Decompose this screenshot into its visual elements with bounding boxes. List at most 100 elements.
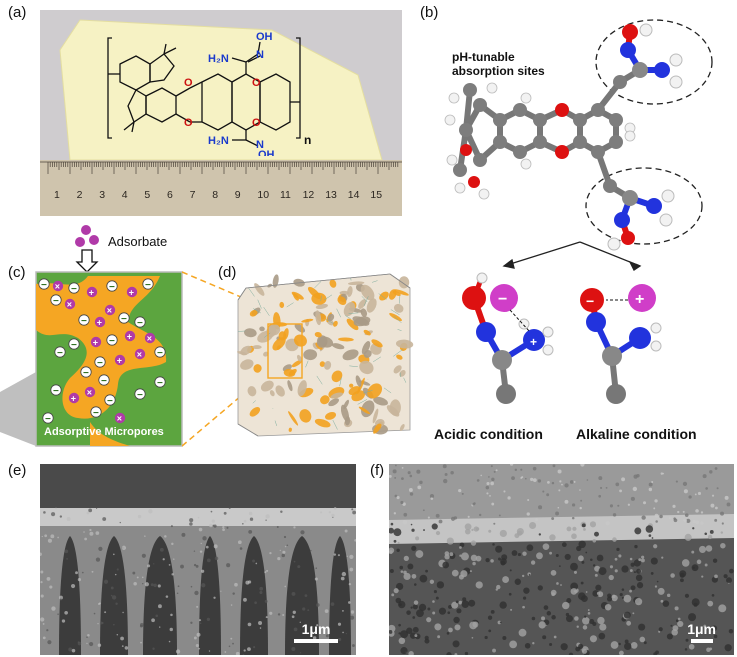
cation-sign: + <box>97 318 102 328</box>
anion-mark <box>90 406 102 418</box>
adsorbate-mark <box>84 386 96 398</box>
adsorbate-mark <box>114 412 126 424</box>
anion-sign: − <box>53 386 59 397</box>
panel-label-c: (c) <box>8 264 26 281</box>
anion-sign: − <box>121 314 127 325</box>
cation-sign: × <box>67 300 72 310</box>
anion-mark <box>38 278 50 290</box>
cation-sign: + <box>89 288 94 298</box>
alkaline-cation-sign: + <box>635 291 644 308</box>
anion-mark <box>154 346 166 358</box>
anion-sign: − <box>93 408 99 419</box>
ruler-number: 1 <box>54 189 60 201</box>
adsorbate-mark <box>52 280 64 292</box>
cation-sign: + <box>71 394 76 404</box>
sem-cross-section-e <box>40 464 356 655</box>
scale-bar-e: 1μm <box>294 621 338 643</box>
anion-sign: − <box>97 358 103 369</box>
ruler-number: 8 <box>212 189 218 201</box>
cation-mark <box>68 392 80 404</box>
adsorbate-label: Adsorbate <box>108 234 168 249</box>
anion-sign: − <box>83 368 89 379</box>
o-label-2: O <box>184 117 193 129</box>
molecular-model: − + − + <box>444 19 713 404</box>
repeat-n-label: n <box>304 133 311 147</box>
cation-sign: × <box>55 282 60 292</box>
ruler-number: 7 <box>190 189 196 201</box>
cation-sign: + <box>129 288 134 298</box>
alkaline-condition-label: Alkaline condition <box>576 426 697 442</box>
polymer-structure: OH N H₂N H₂N N OH O O O O n <box>107 31 311 156</box>
ph-sites-label: pH-tunable absorption sites <box>452 50 545 78</box>
anion-mark <box>106 280 118 292</box>
anion-mark <box>154 376 166 388</box>
ruler-number: 6 <box>167 189 173 201</box>
cation-sign: + <box>127 332 132 342</box>
micropore-schematic: −×−−×+−+−×−+−−×+−+−−−×+−−−×−+−×−−−− <box>0 225 183 447</box>
n-bottom-label: N <box>256 139 264 151</box>
ruler-number: 10 <box>257 189 269 201</box>
anion-sign: − <box>137 390 143 401</box>
sem-cross-section-f <box>389 464 734 655</box>
cation-sign: × <box>137 350 142 360</box>
ruler-number: 15 <box>370 189 382 201</box>
sem-image-e: 1μm <box>40 464 356 655</box>
anion-sign: − <box>107 396 113 407</box>
anion-sign: − <box>71 284 77 295</box>
anion-mark <box>80 366 92 378</box>
anion-sign: − <box>109 336 115 347</box>
anion-sign: − <box>109 282 115 293</box>
ruler-number: 5 <box>144 189 150 201</box>
anion-sign: − <box>71 340 77 351</box>
anion-mark <box>50 294 62 306</box>
anion-mark <box>98 374 110 386</box>
panel-label-f: (f) <box>370 462 385 479</box>
anion-sign: − <box>157 348 163 359</box>
micropores-label: Adsorptive Micropores <box>44 426 164 438</box>
anion-mark <box>134 316 146 328</box>
o-label-3: O <box>252 77 261 89</box>
anion-sign: − <box>41 280 47 291</box>
anion-mark <box>94 356 106 368</box>
cation-sign: × <box>117 414 122 424</box>
n-top-label: N <box>256 49 264 61</box>
acidic-cation-sign: + <box>530 335 537 349</box>
h2n-bottom-label: H₂N <box>208 135 229 147</box>
anion-mark <box>54 346 66 358</box>
anion-sign: − <box>101 376 107 387</box>
ruler-number: 12 <box>303 189 315 201</box>
adsorbate-mark <box>144 332 156 344</box>
ruler-number: 11 <box>280 189 291 201</box>
anion-mark <box>134 388 146 400</box>
site-ellipse-top <box>595 19 713 105</box>
acidic-condition-label: Acidic condition <box>434 426 543 442</box>
cation-sign: + <box>93 338 98 348</box>
anion-mark <box>142 278 154 290</box>
anion-mark <box>78 314 90 326</box>
cation-mark <box>86 286 98 298</box>
scale-text-f: 1μm <box>687 621 716 637</box>
ruler-number: 4 <box>122 189 128 201</box>
adsorbate-mark <box>134 348 146 360</box>
ruler-number: 14 <box>348 189 360 201</box>
cation-mark <box>94 316 106 328</box>
o-label-4: O <box>252 117 261 129</box>
scale-text-e: 1μm <box>301 621 331 637</box>
oh-bottom-label: OH <box>258 149 275 156</box>
anion-sign: − <box>53 296 59 307</box>
panel-label-e: (e) <box>8 462 27 479</box>
cation-mark <box>90 336 102 348</box>
anion-sign: − <box>57 348 63 359</box>
scale-bar-f: 1μm <box>687 621 716 643</box>
adsorbate-arrow <box>75 249 99 273</box>
alkaline-anion-sign: − <box>586 293 594 309</box>
scale-line-f <box>690 639 713 643</box>
o-label-1: O <box>184 77 193 89</box>
panel-label-a: (a) <box>8 4 27 21</box>
anion-sign: − <box>137 318 143 329</box>
anion-mark <box>42 412 54 424</box>
cation-mark <box>114 354 126 366</box>
h2n-top-label: H₂N <box>208 53 229 65</box>
